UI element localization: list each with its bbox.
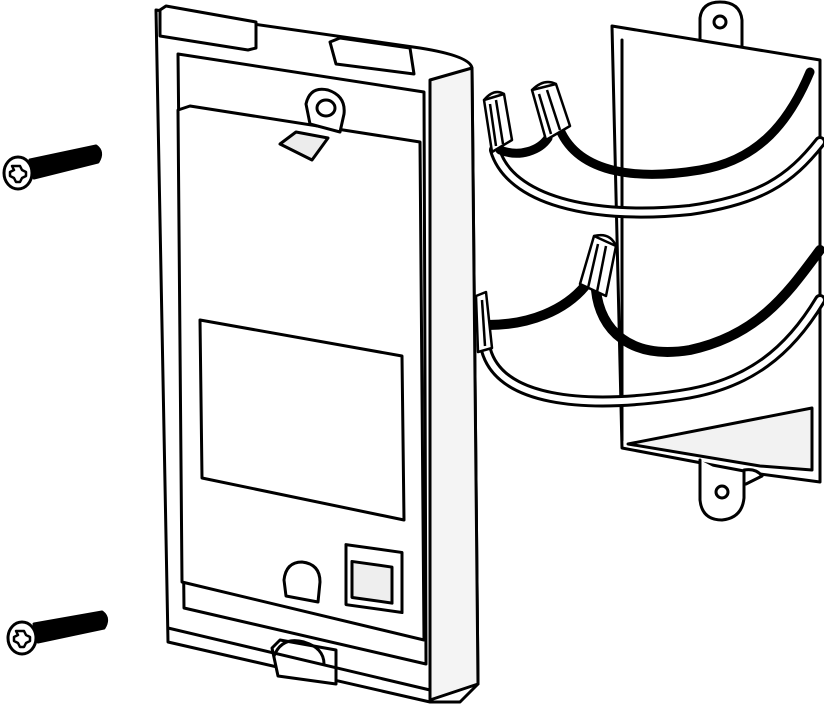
adapter-top-tab-left [158,4,258,52]
mounting-screw-top [2,144,103,191]
mounting-screw-bottom [6,610,109,656]
wire-nut-4 [474,290,494,354]
box-bottom-ear [698,458,764,522]
upper-wire-pair [489,67,824,219]
adapter-bottom-tab-lip [272,639,326,666]
adapter-top-tab-right [328,36,416,76]
box-floor [626,406,814,472]
black-wire-lower [591,245,824,357]
wire-nut-3 [578,233,618,298]
wire-nuts [474,80,618,354]
wire-nut-2 [530,80,572,142]
adapter-bottom-lip [166,626,432,692]
adapter-frame-depth [428,66,480,702]
box-top-ear-hole [712,14,728,30]
wall-plate-adapter [154,4,480,704]
adapter-top-hole [315,98,337,118]
screw-top-shaft [28,144,103,180]
adapter-switch-toggle [350,559,394,605]
wire-nut-1 [482,90,514,154]
black-wire-upper [555,67,815,179]
screw-bottom-shaft [32,610,109,644]
black-wire-lower-short [483,281,590,330]
electrical-box [610,0,822,522]
screw-top-head [2,155,34,191]
adapter-bottom-slot [282,560,322,604]
adapter-label-area [198,318,406,522]
screw-bottom-head [6,620,38,656]
screw-bottom-phillips [12,629,32,649]
screw-top-phillips [8,164,28,184]
lower-wire-pair [480,245,824,408]
adapter-top-ramp [278,130,330,162]
box-bottom-ear-hole [714,484,730,500]
